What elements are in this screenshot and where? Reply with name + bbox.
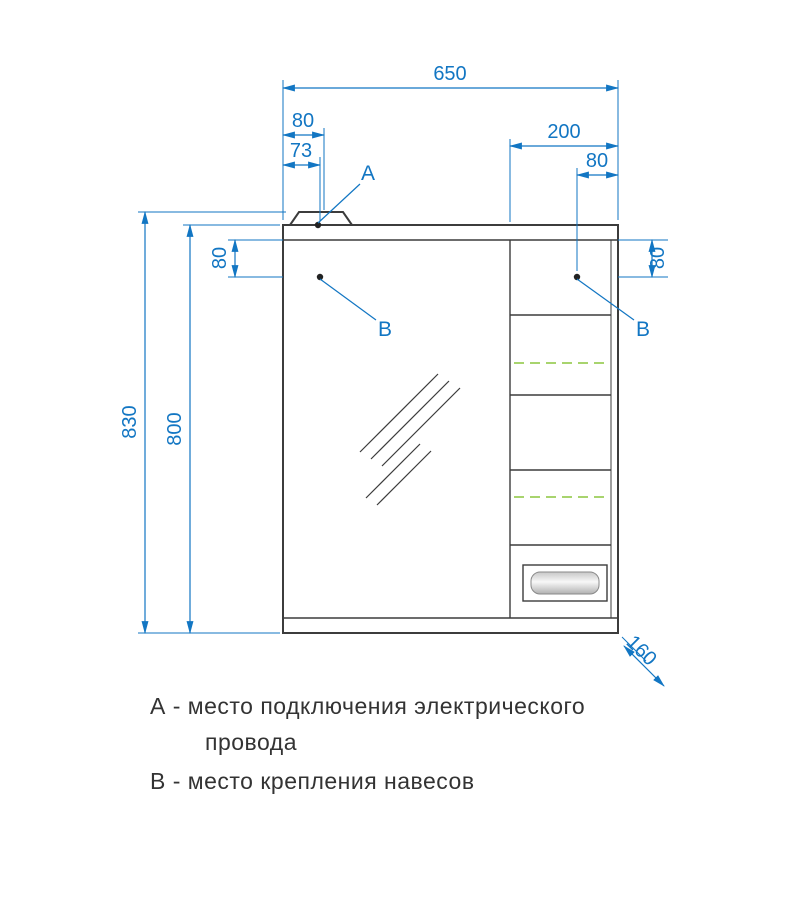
legend: А - место подключения электрического про… (150, 693, 585, 794)
shelf-section (510, 314, 611, 546)
dimension-fixture-offset: 80 (281, 110, 326, 139)
dimension-value: 80 (209, 247, 231, 269)
dimension-value: 650 (433, 63, 466, 85)
dimension-depth: 160 (622, 631, 665, 687)
leader-line (317, 183, 361, 224)
marker-b-label: В (636, 318, 650, 341)
handle-bar (530, 571, 600, 595)
mirror-hatch-line (359, 373, 439, 453)
leader-line (576, 278, 635, 321)
dimension-right-section-width: 200 (508, 121, 620, 150)
dimension-right-hinge-offset: 80 (575, 150, 620, 179)
mirror-hatch (359, 373, 461, 506)
legend-line-b: В - место крепления навесов (150, 768, 475, 794)
dimension-wire-offset: 73 (281, 140, 322, 169)
marker-b-left: В (316, 273, 392, 341)
dimension-overall-height: 830 (119, 210, 149, 635)
marker-b-label: В (378, 318, 392, 341)
mirror-hatch-line (376, 450, 432, 506)
dimension-value: 80 (292, 110, 314, 132)
dimension-cabinet-height: 800 (164, 223, 194, 635)
legend-line-a1: А - место подключения электрического (150, 693, 585, 719)
connection-point-dot (314, 221, 322, 229)
mirror-hatch-line (370, 380, 450, 460)
leader-line (319, 278, 377, 321)
dimension-left-hinge-drop: 80 (209, 238, 239, 279)
drawer-handle (522, 564, 608, 602)
dimension-value: 830 (119, 405, 141, 438)
dimension-value: 80 (586, 150, 608, 172)
dimension-overall-width: 650 (281, 63, 620, 92)
legend-line-a2: провода (205, 729, 297, 755)
marker-a: А (314, 162, 375, 229)
dimension-value: 200 (547, 121, 580, 143)
dimension-value: 160 (622, 631, 661, 670)
dimension-value: 73 (290, 140, 312, 162)
mirror-hatch-line (365, 443, 421, 499)
cabinet-outline (282, 224, 619, 634)
dimension-value: 800 (164, 412, 186, 445)
dimension-value: 80 (647, 247, 669, 269)
hinge-point-dot (573, 273, 581, 281)
cabinet-body (282, 211, 619, 634)
hinge-point-dot (316, 273, 324, 281)
light-fixture (289, 211, 353, 226)
handle-recess (522, 564, 608, 602)
marker-b-right: В (573, 273, 650, 341)
dimension-line (623, 645, 665, 687)
marker-a-label: А (361, 162, 375, 185)
mirror-hatch-line (381, 387, 461, 467)
dimension-right-hinge-drop: 80 (647, 238, 669, 279)
